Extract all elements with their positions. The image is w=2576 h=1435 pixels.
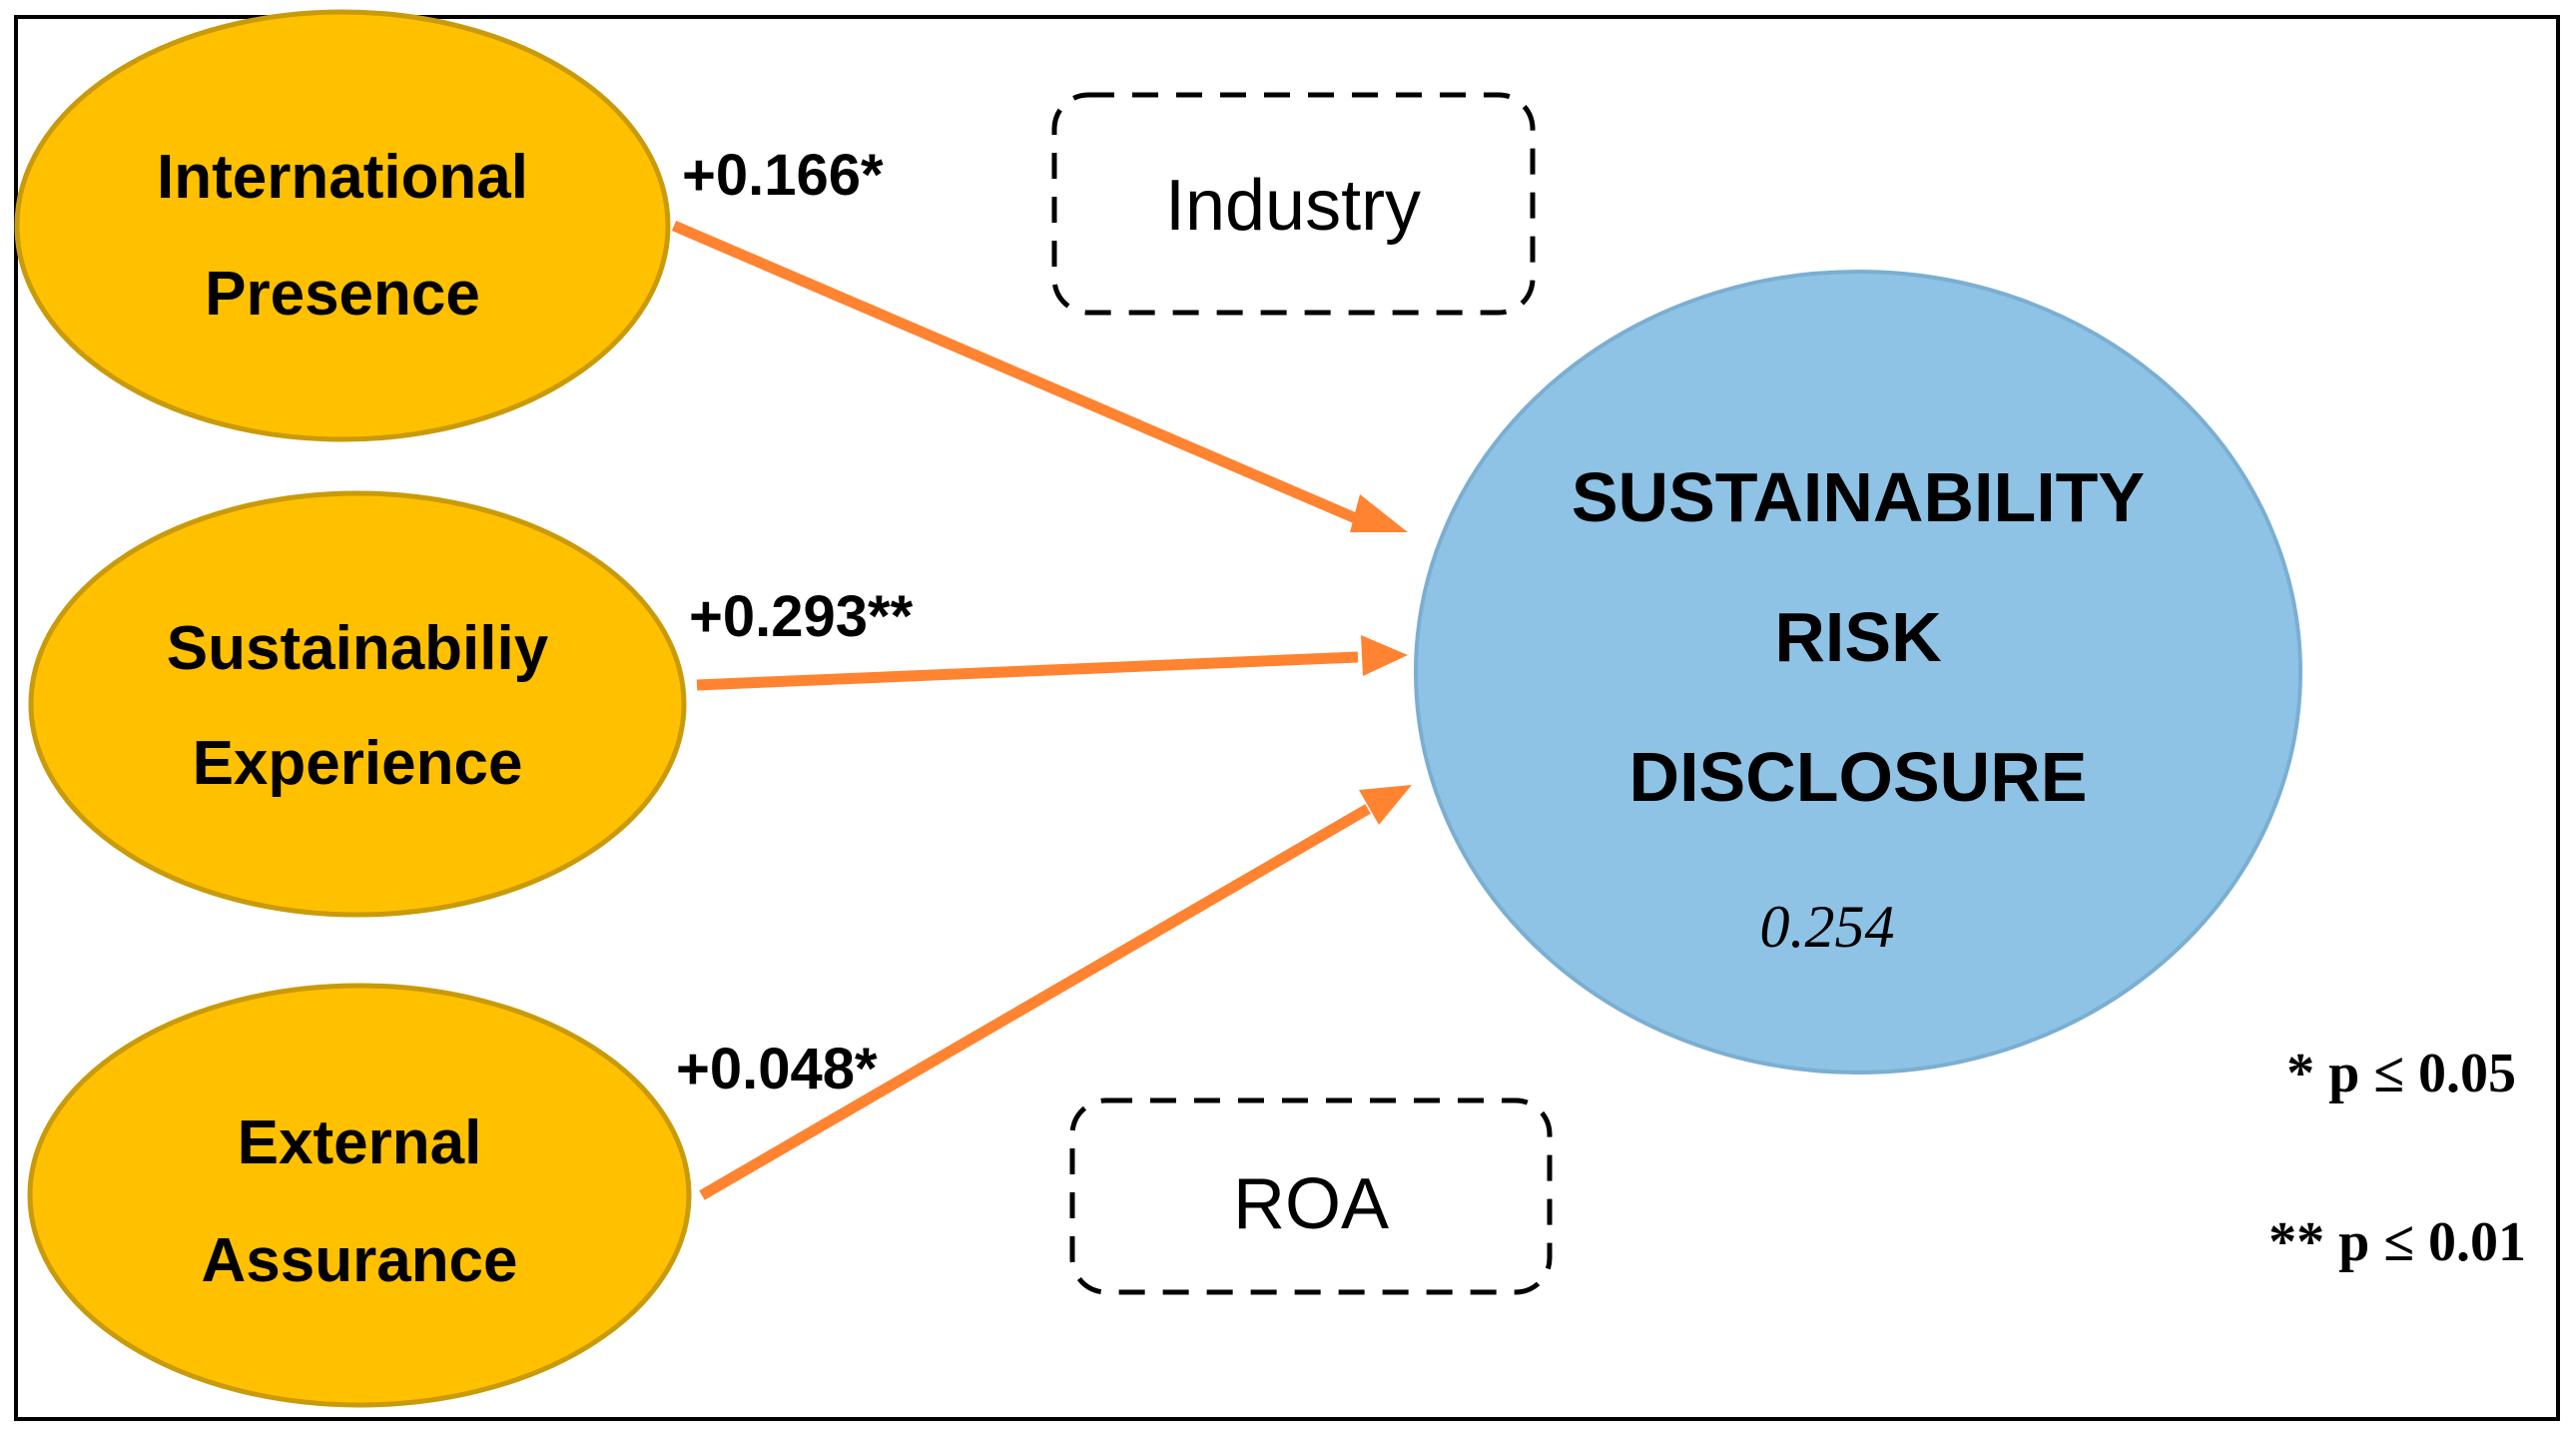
predictor-label-line1: Sustainabiliy bbox=[167, 614, 549, 683]
arrowhead-external-assurance bbox=[1359, 785, 1412, 825]
coefficient-international-presence: +0.166* bbox=[682, 143, 884, 208]
outcome-label-line1: SUSTAINABILITY bbox=[1572, 458, 2145, 536]
outcome-node: SUSTAINABILITY RISK DISCLOSURE 0.254 bbox=[1414, 270, 2302, 1075]
outcome-ellipse bbox=[1414, 270, 2302, 1075]
predictor-label-line2: Assurance bbox=[201, 1226, 517, 1295]
predictor-international-presence: International Presence bbox=[14, 9, 671, 442]
control-roa: ROA bbox=[1069, 1097, 1553, 1295]
diagram-frame bbox=[14, 15, 2560, 1421]
predictor-ellipse bbox=[28, 490, 687, 918]
arrow-international-presence bbox=[671, 220, 1361, 525]
predictor-sustainability-experience: Sustainabiliy Experience bbox=[28, 490, 687, 918]
predictor-ellipse bbox=[27, 983, 692, 1408]
predictor-ellipse bbox=[14, 9, 671, 442]
r-squared-value: 0.254 bbox=[1760, 894, 1895, 960]
coefficient-external-assurance: +0.048* bbox=[676, 1037, 878, 1101]
coefficient-sustainability-experience: +0.293** bbox=[689, 584, 914, 649]
control-box bbox=[1069, 1097, 1553, 1295]
legend-item: * p ≤ 0.05 bbox=[2286, 1043, 2516, 1104]
outcome-label-line2: RISK bbox=[1774, 598, 1941, 676]
arrowhead-sustainability-experience bbox=[1361, 635, 1408, 676]
significance-legend: * p ≤ 0.05 ** p ≤ 0.01 bbox=[2268, 1043, 2526, 1273]
outcome-label-line3: DISCLOSURE bbox=[1629, 738, 2088, 816]
control-box bbox=[1051, 92, 1536, 316]
arrowhead-international-presence bbox=[1350, 494, 1408, 532]
arrow-sustainability-experience bbox=[696, 651, 1359, 691]
control-industry: Industry bbox=[1051, 92, 1536, 316]
control-label: Industry bbox=[1165, 166, 1421, 246]
arrow-external-assurance bbox=[699, 804, 1371, 1200]
predictor-label-line2: Experience bbox=[193, 729, 523, 798]
control-label: ROA bbox=[1233, 1164, 1389, 1244]
predictor-label-line1: International bbox=[157, 143, 528, 212]
legend-item: ** p ≤ 0.01 bbox=[2268, 1211, 2526, 1273]
predictor-external-assurance: External Assurance bbox=[27, 983, 692, 1408]
predictor-label-line1: External bbox=[238, 1108, 482, 1177]
predictor-label-line2: Presence bbox=[205, 260, 480, 329]
path-arrows bbox=[671, 220, 1412, 1200]
